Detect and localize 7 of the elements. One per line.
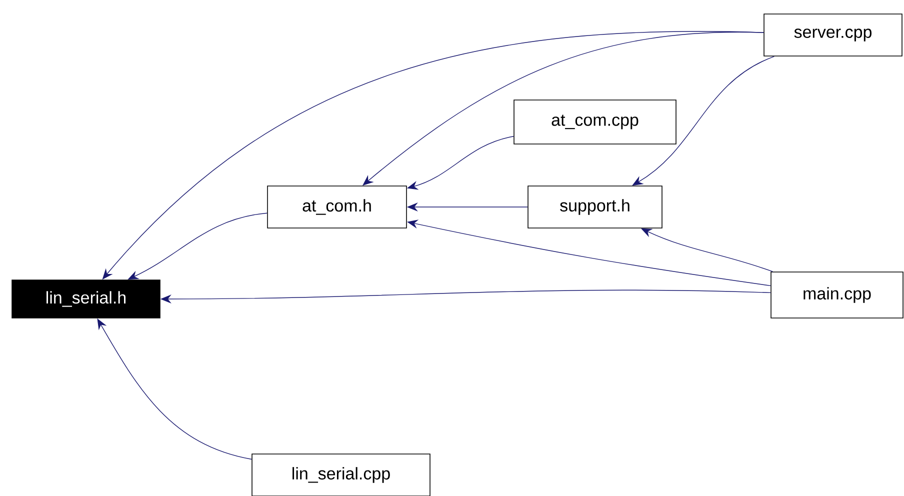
file-box: lin_serial.h: [12, 280, 160, 318]
file-box: server.cpp: [764, 14, 902, 56]
file-box: main.cpp: [770, 272, 904, 318]
file-box: support.h: [528, 186, 662, 228]
file-box: at_com.h: [267, 186, 407, 228]
file-box: lin_serial.cpp: [252, 454, 430, 496]
file-box: at_com.cpp: [514, 100, 676, 144]
